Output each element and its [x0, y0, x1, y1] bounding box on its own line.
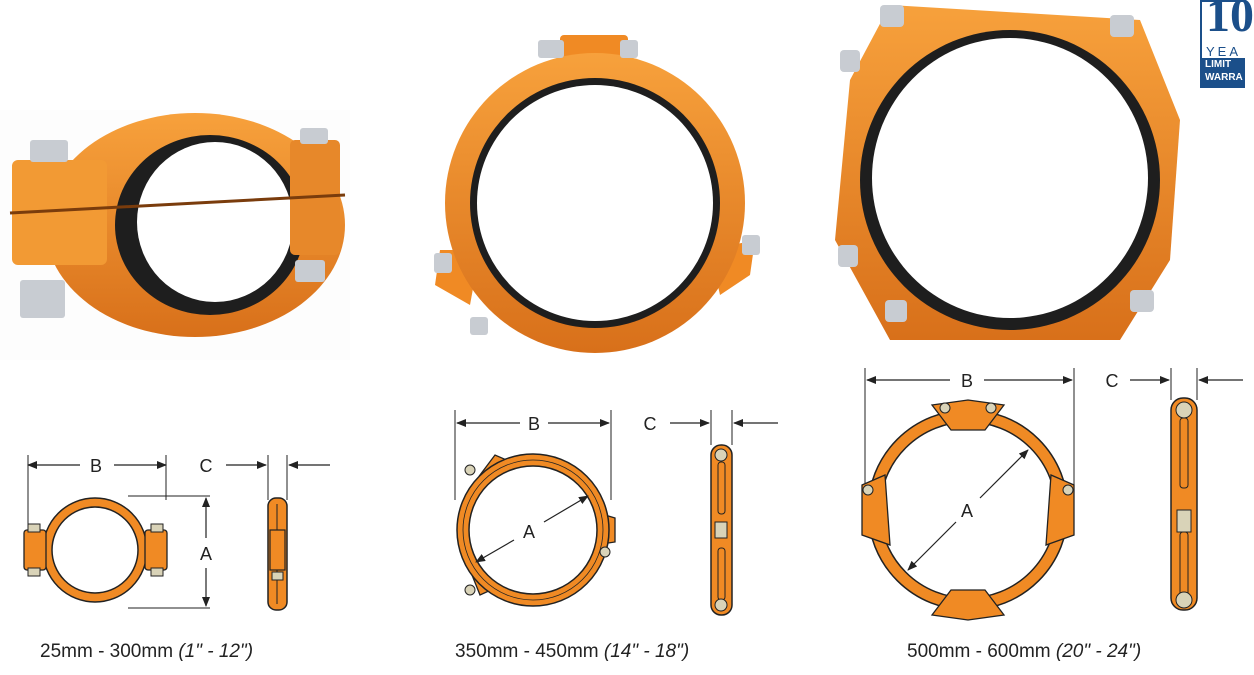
- size-range-metric: 25mm - 300mm: [40, 641, 174, 662]
- size-range-caption-small: 25mm - 300mm (1" - 12"): [40, 641, 253, 663]
- dimension-b-label: B: [90, 456, 102, 476]
- warranty-badge: 10 YEA LIMIT WARRA: [1200, 0, 1254, 88]
- size-range-imperial: (14" - 18"): [603, 641, 690, 662]
- dimension-c-label: C: [644, 414, 657, 434]
- size-range-imperial: (1" - 12"): [178, 641, 254, 662]
- coupling-photo-small: [0, 110, 350, 360]
- dimension-c-label: C: [200, 456, 213, 476]
- dimension-b-label: B: [961, 371, 973, 391]
- dimension-a-label: A: [200, 544, 212, 564]
- warranty-limited-label: LIMIT WARRA: [1202, 58, 1245, 88]
- size-range-imperial: (20" - 24"): [1055, 641, 1142, 662]
- dimension-a-label: A: [523, 522, 535, 542]
- dimension-c-label: C: [1106, 371, 1119, 391]
- warranty-years-label: YEA: [1206, 44, 1242, 59]
- dimension-a-label: A: [961, 501, 973, 521]
- diagram-medium: B A C: [454, 410, 778, 616]
- diagram-small: B A C: [23, 455, 330, 611]
- size-range-caption-medium: 350mm - 450mm (14" - 18"): [455, 641, 689, 663]
- coupling-photo-medium: [434, 35, 760, 353]
- size-range-metric: 350mm - 450mm: [455, 641, 599, 662]
- diagram-large: B A C: [861, 368, 1243, 621]
- size-range-metric: 500mm - 600mm: [907, 641, 1051, 662]
- coupling-photo-large: [835, 5, 1180, 340]
- size-range-caption-large: 500mm - 600mm (20" - 24"): [907, 641, 1141, 663]
- warranty-years: 10: [1206, 0, 1254, 42]
- dimension-b-label: B: [528, 414, 540, 434]
